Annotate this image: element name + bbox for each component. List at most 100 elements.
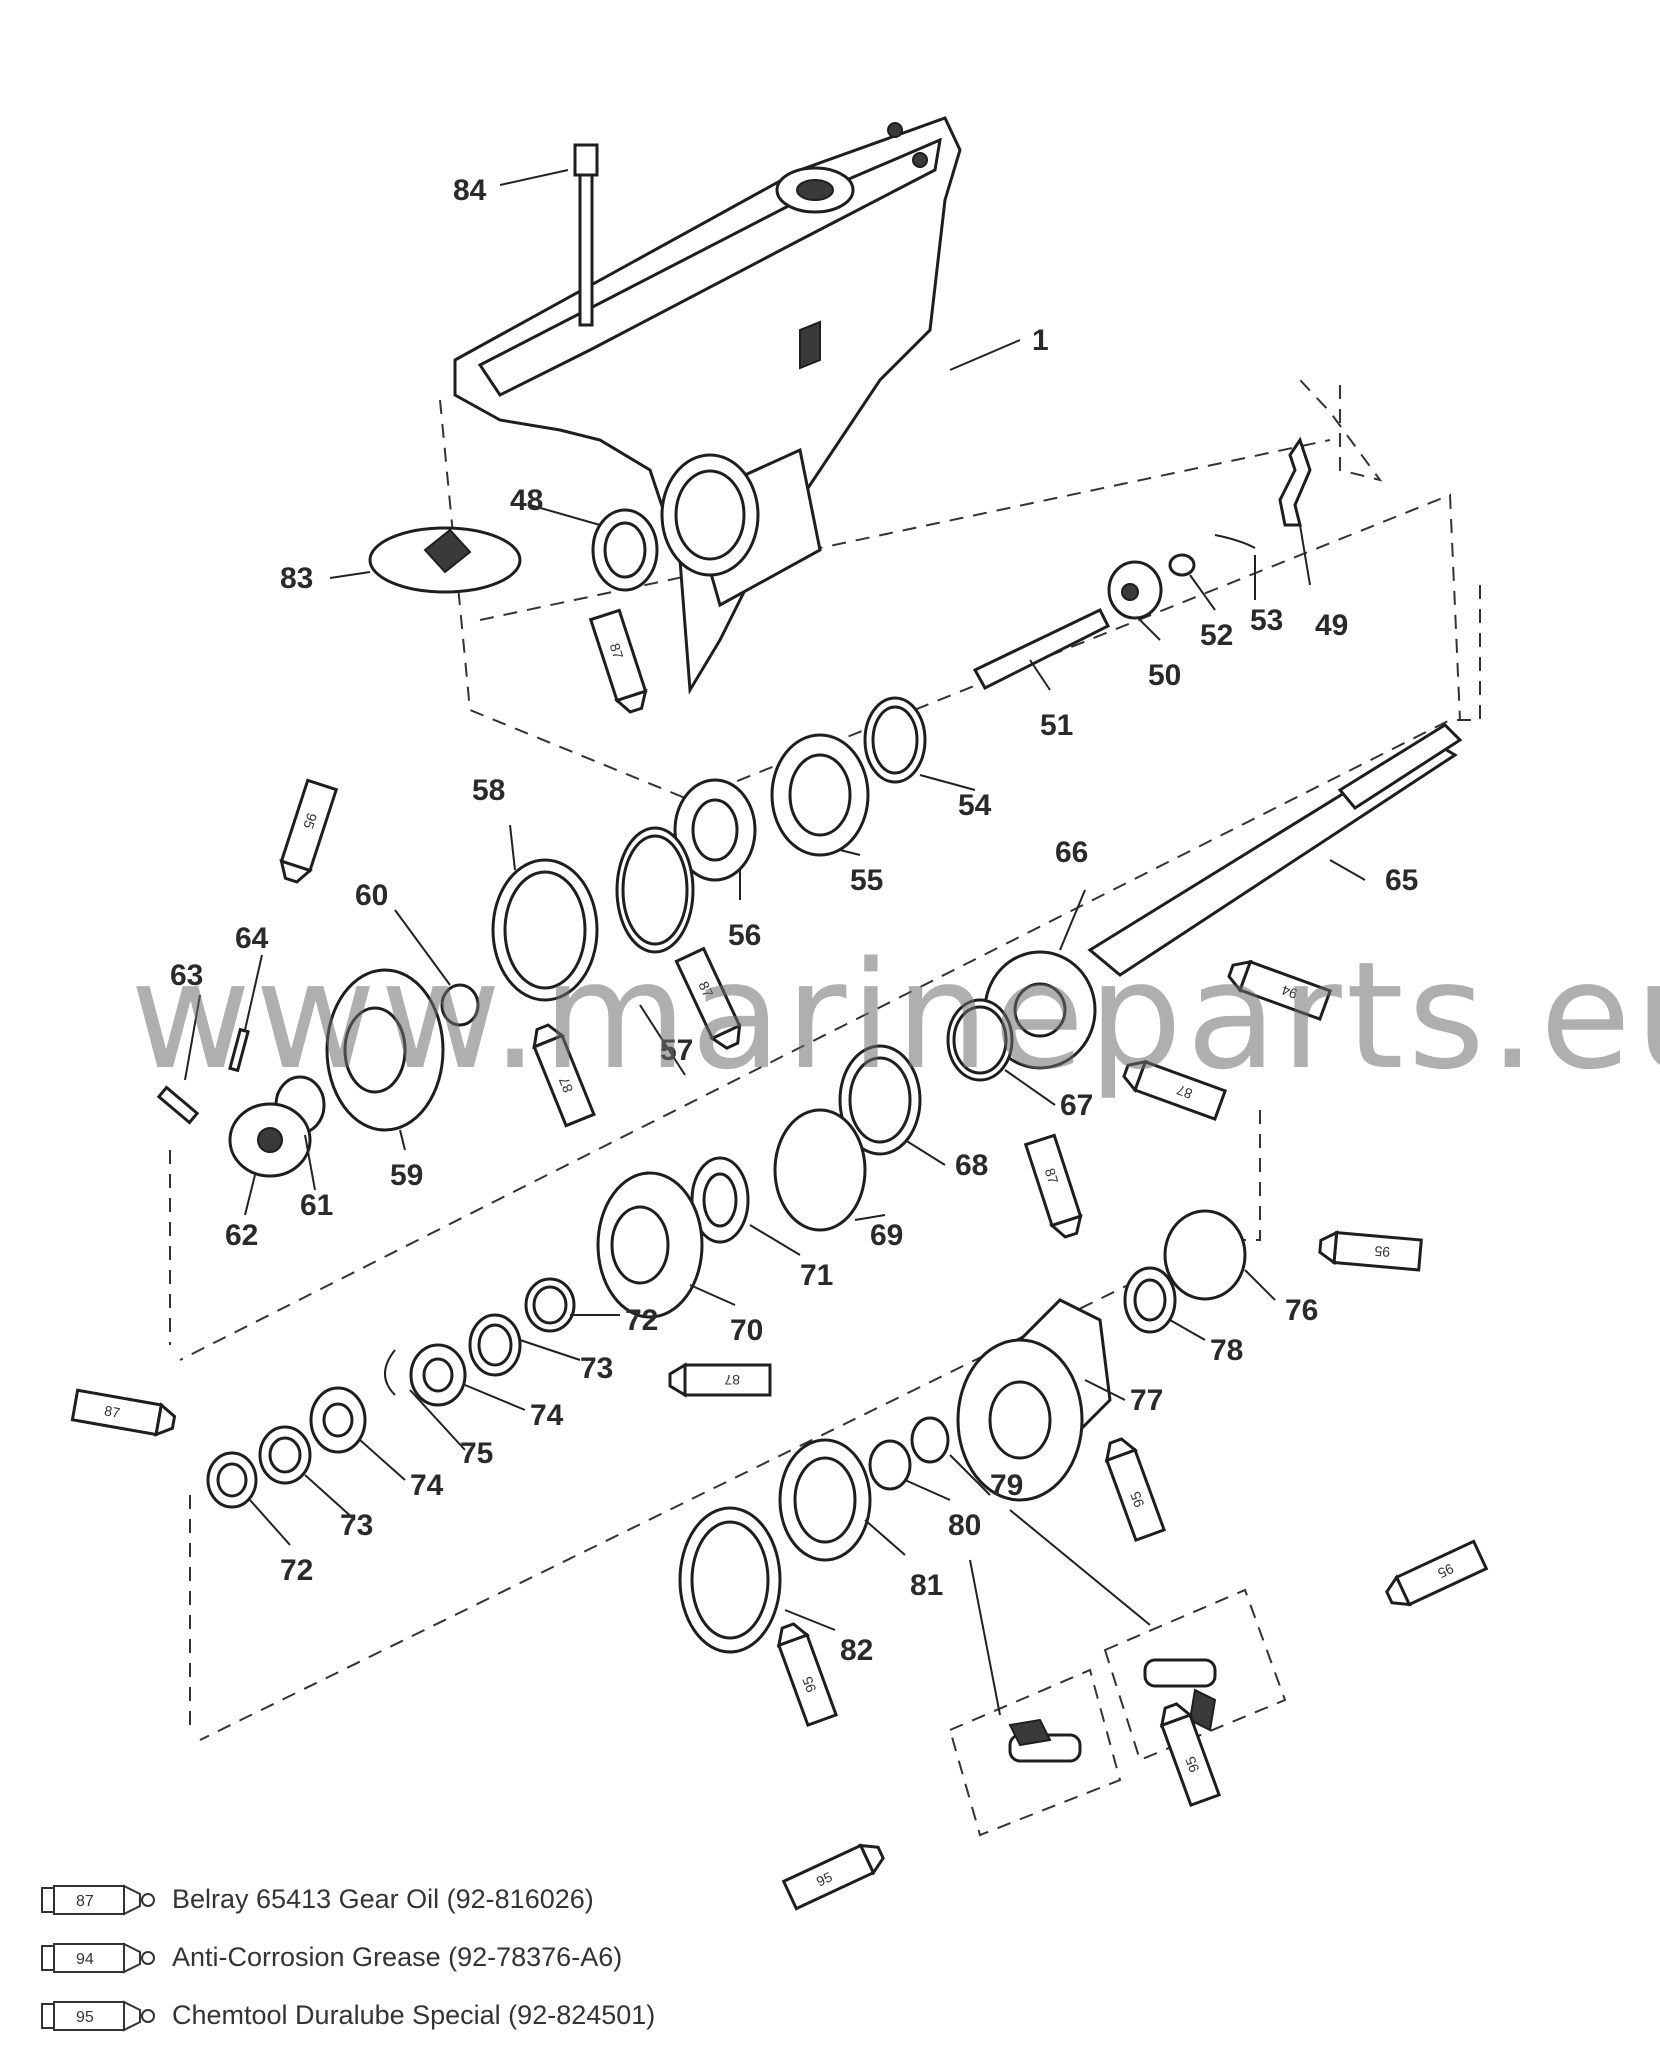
callout-74-b: 74 xyxy=(410,1469,444,1502)
callout-58: 58 xyxy=(472,774,505,807)
callout-73-a: 73 xyxy=(580,1352,613,1385)
svg-text:94: 94 xyxy=(1279,982,1299,1002)
tube-87-d: 87 xyxy=(1122,1059,1228,1122)
tube-95-d: 95 xyxy=(776,1622,839,1728)
svg-text:94: 94 xyxy=(76,1951,94,1968)
callout-48: 48 xyxy=(510,484,543,517)
tube-95-a: 95 xyxy=(279,778,339,884)
callout-numbers: 84 1 48 83 49 53 52 50 51 54 55 56 58 65… xyxy=(170,174,1418,1667)
callout-71: 71 xyxy=(800,1259,833,1292)
callout-50: 50 xyxy=(1148,659,1181,692)
leader-lines xyxy=(184,169,1366,1716)
tube-95-b: 95 xyxy=(1318,1230,1423,1272)
callout-80: 80 xyxy=(948,1509,981,1542)
shift-linkage xyxy=(972,436,1312,690)
svg-text:95: 95 xyxy=(1127,1489,1147,1509)
callout-61: 61 xyxy=(300,1189,333,1222)
svg-text:95: 95 xyxy=(799,1674,819,1694)
tube-87-f: 87 xyxy=(668,1362,772,1398)
legend-item-87: 87 Belray 65413 Gear Oil (92-816026) xyxy=(40,1880,740,1924)
tube-87-g: 87 xyxy=(70,1388,177,1437)
legend-item-95: 95 Chemtool Duralube Special (92-824501) xyxy=(40,1996,740,2040)
callout-59: 59 xyxy=(390,1159,423,1192)
svg-text:95: 95 xyxy=(1435,1560,1456,1581)
callout-65: 65 xyxy=(1385,864,1418,897)
tube-87-b: 87 xyxy=(532,1023,596,1128)
callout-55: 55 xyxy=(850,864,883,897)
svg-text:87: 87 xyxy=(724,1372,740,1388)
svg-text:87: 87 xyxy=(103,1402,121,1420)
callout-63: 63 xyxy=(170,959,203,992)
legend-text-94: Anti-Corrosion Grease (92-78376-A6) xyxy=(172,1942,623,1972)
callout-66: 66 xyxy=(1055,836,1088,869)
gear-housing xyxy=(453,116,962,695)
callout-72-b: 72 xyxy=(280,1554,313,1587)
bearings-81-82 xyxy=(678,1438,872,1654)
tube-95-f: 95 xyxy=(1159,1702,1222,1808)
callout-81: 81 xyxy=(910,1569,943,1602)
svg-text:87: 87 xyxy=(607,641,627,661)
bearing-carrier xyxy=(868,1209,1247,1502)
callout-52: 52 xyxy=(1200,619,1233,652)
callout-54: 54 xyxy=(958,789,992,822)
middle-rings xyxy=(596,998,1014,1319)
callout-78: 78 xyxy=(1210,1334,1243,1367)
bolt-84 xyxy=(573,143,599,327)
callout-74-a: 74 xyxy=(530,1399,564,1432)
callout-67: 67 xyxy=(1060,1089,1093,1122)
clutch-assembly-boxes xyxy=(948,1588,1287,1837)
callout-70: 70 xyxy=(730,1314,763,1347)
svg-text:87: 87 xyxy=(76,1893,94,1910)
lubricant-tubes: 87 95 87 87 94 87 87 95 xyxy=(70,608,1489,1911)
gear-58 xyxy=(491,858,599,1002)
callout-76: 76 xyxy=(1285,1294,1318,1327)
callout-75: 75 xyxy=(460,1437,493,1470)
svg-text:95: 95 xyxy=(76,2009,94,2026)
callout-73-b: 73 xyxy=(340,1509,373,1542)
callout-51: 51 xyxy=(1040,709,1073,742)
callout-79: 79 xyxy=(990,1469,1023,1502)
svg-text:95: 95 xyxy=(1374,1243,1391,1260)
svg-text:87: 87 xyxy=(1042,1166,1062,1186)
callout-60: 60 xyxy=(355,879,388,912)
callout-68: 68 xyxy=(955,1149,988,1182)
callout-64: 64 xyxy=(235,922,269,955)
anode-83 xyxy=(368,526,522,594)
callout-62: 62 xyxy=(225,1219,258,1252)
tube-94: 94 xyxy=(1227,959,1333,1022)
callout-84: 84 xyxy=(453,174,487,207)
tube-94-icon: 94 xyxy=(41,1942,155,1974)
callout-83: 83 xyxy=(280,562,313,595)
front-gear-components xyxy=(156,968,480,1178)
svg-text:95: 95 xyxy=(1182,1754,1202,1774)
tube-87-e: 87 xyxy=(1023,1133,1083,1239)
tube-95-e: 95 xyxy=(1385,1539,1489,1607)
callout-56: 56 xyxy=(728,919,761,952)
callout-57: 57 xyxy=(660,1034,693,1067)
tube-87-icon: 87 xyxy=(41,1884,155,1916)
tube-95-g: 95 xyxy=(781,1843,885,1911)
lower-left-bearings xyxy=(206,1277,576,1509)
callout-69: 69 xyxy=(870,1219,903,1252)
tube-87-c: 87 xyxy=(674,946,742,1050)
callout-72-a: 72 xyxy=(625,1304,658,1337)
svg-text:87: 87 xyxy=(555,1075,576,1096)
svg-text:95: 95 xyxy=(814,1868,835,1889)
legend-item-94: 94 Anti-Corrosion Grease (92-78376-A6) xyxy=(40,1938,740,1982)
tube-95-icon: 95 xyxy=(41,2000,155,2032)
seal-48 xyxy=(591,508,659,592)
callout-82: 82 xyxy=(840,1634,873,1667)
tube-87-a: 87 xyxy=(588,608,648,714)
svg-text:87: 87 xyxy=(695,979,716,1000)
callout-77: 77 xyxy=(1130,1384,1163,1417)
tube-95-c: 95 xyxy=(1104,1437,1167,1543)
callout-53: 53 xyxy=(1250,604,1283,637)
legend-text-95: Chemtool Duralube Special (92-824501) xyxy=(172,2000,656,2030)
callout-49: 49 xyxy=(1315,609,1348,642)
svg-text:87: 87 xyxy=(1174,1082,1194,1102)
callout-1: 1 xyxy=(1032,324,1049,357)
legend-text-87: Belray 65413 Gear Oil (92-816026) xyxy=(172,1884,594,1914)
bearing-stack-54-56 xyxy=(615,696,927,954)
svg-text:95: 95 xyxy=(300,811,320,831)
